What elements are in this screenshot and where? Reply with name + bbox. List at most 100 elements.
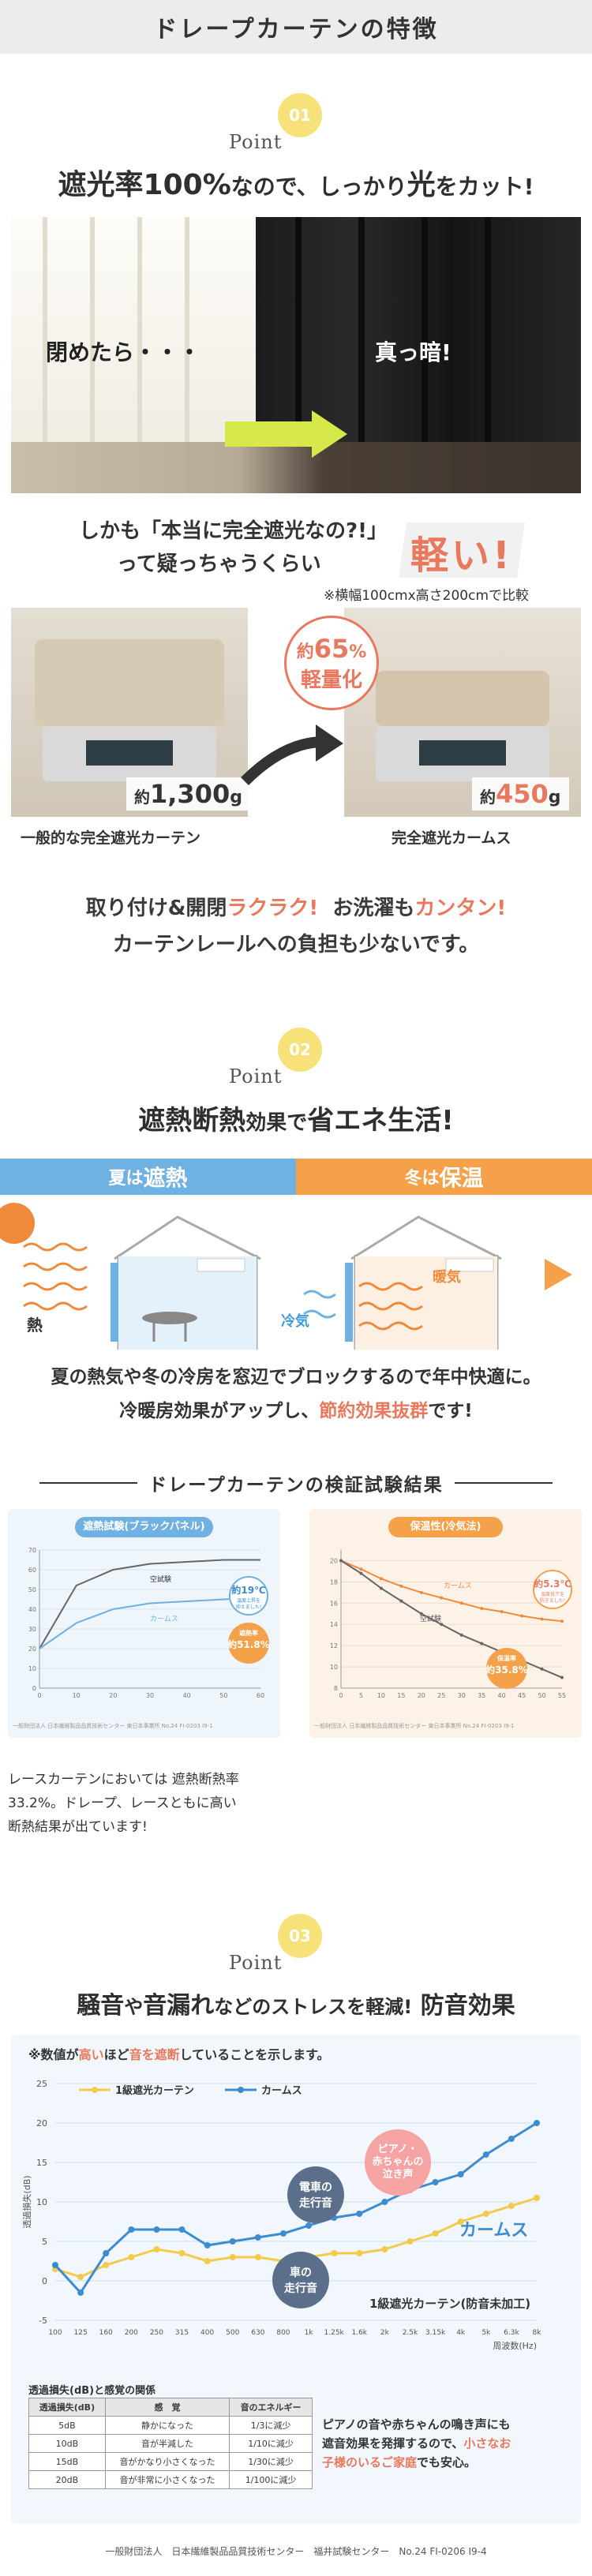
series-line-1 <box>39 1597 261 1649</box>
left-weight-label: 約1,300g <box>126 777 250 811</box>
point-03-badge: 03 Point <box>229 1914 363 1977</box>
data-point <box>399 1599 403 1603</box>
table-cell: 1/100に減少 <box>229 2470 313 2489</box>
table-header-cell: 音のエネルギー <box>229 2398 313 2417</box>
point-01-badge: 01 Point <box>229 93 363 156</box>
light-line-b: って疑っちゃうくらい <box>117 552 321 576</box>
warm-label: 暖気 <box>433 1269 461 1286</box>
table-cell: 15dB <box>28 2452 106 2471</box>
rate-badge <box>486 1648 527 1689</box>
data-point <box>482 2151 489 2158</box>
y-tick-label: 50 <box>28 1586 36 1593</box>
y-tick-label: 8 <box>334 1685 338 1692</box>
side-note-emphasis: 子様のいるご家庭 <box>322 2455 418 2469</box>
data-point <box>508 2136 515 2142</box>
x-tick-label: 200 <box>125 2329 138 2337</box>
x-tick-label: 250 <box>150 2329 163 2337</box>
y-tick-label: 40 <box>28 1606 36 1613</box>
data-point <box>254 2234 261 2241</box>
data-point <box>331 2250 338 2256</box>
headline-part: 音漏れ <box>143 1992 215 2020</box>
series-line-0 <box>39 1559 260 1649</box>
chart-footer: 一般財団法人 日本繊維製品品質技術センター 東日本事業所 No.24 FI-02… <box>13 1723 213 1729</box>
data-point <box>103 2250 110 2256</box>
x-tick-label: 10 <box>377 1692 385 1699</box>
x-tick-label: 50 <box>219 1692 227 1699</box>
legend-label: カームス <box>261 2085 302 2097</box>
y-tick-label: 15 <box>36 2158 47 2168</box>
badge-unit: % <box>349 642 367 662</box>
sound-chart-note: ※数値が高いほど音を遮断していることを示します。 <box>28 2044 330 2063</box>
data-point <box>560 1676 564 1679</box>
y-tick-label: 0 <box>32 1685 36 1692</box>
y-tick-label: 25 <box>36 2079 47 2089</box>
train-callout: 電車の走行音 <box>287 2166 344 2223</box>
calms-line-label: カームス <box>459 2221 529 2241</box>
temp-badge-text: 抑えました! <box>236 1604 261 1610</box>
data-point <box>534 2120 540 2126</box>
callout-text: 車の <box>290 2267 312 2279</box>
data-point <box>480 1642 484 1646</box>
body-text: 取り付け&開閉 <box>85 897 227 920</box>
data-point <box>459 1633 463 1637</box>
body-emphasis: カンタン! <box>414 897 507 920</box>
x-tick-label: 2k <box>380 2329 390 2337</box>
headline-part: 騒音 <box>77 1992 125 2020</box>
point-label: Point <box>229 1952 283 1974</box>
y-tick-label: 5 <box>42 2237 47 2247</box>
note-emphasis: 音を遮断 <box>129 2047 180 2062</box>
y-tick-label: 0 <box>42 2276 47 2286</box>
data-point <box>178 2226 185 2233</box>
data-point <box>500 1610 504 1614</box>
series-label: 空試験 <box>420 1614 441 1623</box>
body-text: お洗濯も <box>332 897 415 920</box>
x-tick-label: 4k <box>456 2329 466 2337</box>
data-point <box>457 2218 464 2225</box>
test-title: ドレープカーテンの検証試験結果 <box>148 1475 444 1496</box>
data-point <box>77 2290 84 2296</box>
series-label: 空試験 <box>150 1574 171 1584</box>
series-line-0 <box>340 1559 563 1623</box>
data-point <box>432 2179 439 2185</box>
x-tick-label: 30 <box>458 1692 466 1699</box>
temp-badge <box>229 1576 268 1616</box>
left-caption: 一般的な完全遮光カーテン <box>21 829 201 847</box>
table-cell: 静かになった <box>104 2416 230 2435</box>
callout-text: 赤ちゃんの <box>372 2156 424 2168</box>
curtain-photo <box>11 217 581 493</box>
x-tick-label: 25 <box>437 1692 445 1699</box>
x-tick-label: 1.25k <box>324 2329 345 2337</box>
headline-part: 省エネ生活! <box>307 1105 454 1136</box>
x-tick-label: 20 <box>109 1692 117 1699</box>
x-tick-label: 10 <box>73 1692 81 1699</box>
data-point <box>381 2199 388 2205</box>
data-point <box>356 2250 363 2256</box>
table-cell: 1/10に減少 <box>229 2434 313 2453</box>
rate-badge-value: 約51.8% <box>227 1638 270 1650</box>
callout-text: 走行音 <box>284 2282 317 2295</box>
dark-label: 真っ暗! <box>375 339 451 365</box>
winter-house-illustration <box>303 1215 572 1350</box>
note-emphasis: 高い <box>78 2047 104 2062</box>
x-tick-label: 0 <box>37 1692 41 1699</box>
divider <box>39 1482 138 1484</box>
rate-badge-label: 保温率 <box>496 1654 516 1662</box>
table-cell: 音が半減した <box>104 2434 230 2453</box>
y-tick-label: 18 <box>330 1578 338 1586</box>
light-word: 軽い! <box>410 534 513 578</box>
data-point <box>153 2246 160 2252</box>
data-point <box>153 2226 160 2233</box>
y-tick-label: 10 <box>330 1664 338 1671</box>
point-01-body-a: 取り付け&開閉ラクラク! お洗濯もカンタン! <box>0 892 592 921</box>
table-cell: 音が非常に小さくなった <box>104 2470 230 2489</box>
callout-text: 電車の <box>299 2181 332 2194</box>
data-point <box>339 1559 343 1563</box>
data-point <box>560 1619 564 1623</box>
weight-reduction-badge: 約65% 軽量化 <box>284 616 379 710</box>
data-point <box>204 2242 211 2248</box>
headline-part: 遮光率100% <box>58 169 231 201</box>
point-03-footer: 一般財団法人 日本繊維製品品質技術センター 福井試験センター No.24 FI-… <box>105 2546 487 2557</box>
data-point <box>459 1601 463 1605</box>
y-tick-label: 10 <box>36 2197 47 2207</box>
